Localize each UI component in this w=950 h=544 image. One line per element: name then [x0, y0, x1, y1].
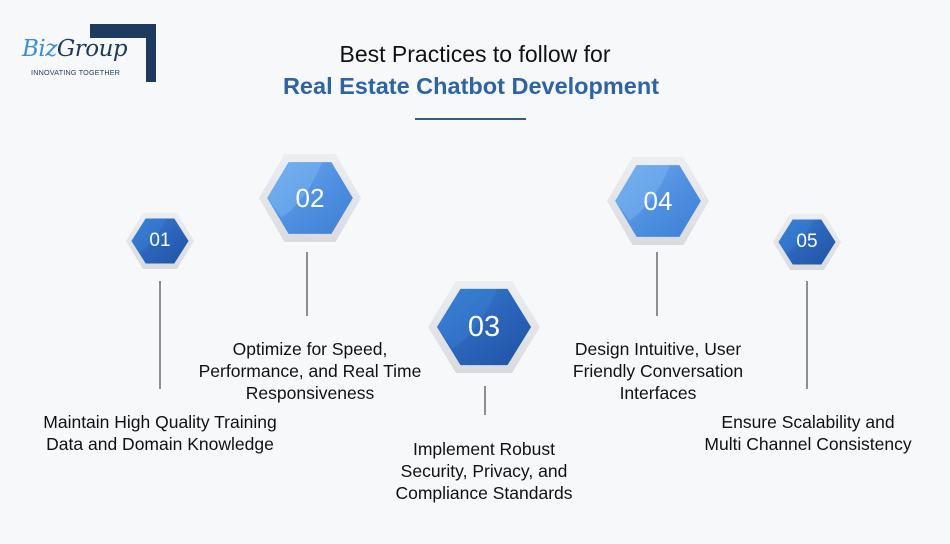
step-number: 05	[796, 231, 818, 252]
hexagon-icon	[773, 214, 841, 270]
logo-wordmark: BizGroup	[22, 36, 128, 62]
step-number: 04	[643, 185, 673, 216]
logo-tagline: INNOVATING TOGETHER	[31, 68, 123, 77]
logo-brand-biz: Biz	[22, 36, 57, 62]
step-04-connector-line	[656, 252, 658, 316]
step-05-hexagon: 05	[773, 214, 841, 270]
logo-brand-group: Group	[56, 36, 128, 62]
step-04-label: Design Intuitive, User Friendly Conversa…	[508, 338, 808, 404]
step-number: 03	[467, 310, 501, 343]
page-title-line2: Real Estate Chatbot Development	[282, 73, 660, 99]
step-03-label: Implement Robust Security, Privacy, and …	[334, 438, 634, 504]
step-02-hexagon: 02	[259, 154, 361, 242]
step-04-hexagon: 04	[607, 157, 709, 245]
step-01-label: Maintain High Quality Training Data and …	[10, 411, 310, 455]
step-01-label-line1: Maintain High Quality Training	[43, 412, 277, 432]
step-number: 01	[149, 230, 171, 251]
hexagon-icon	[607, 157, 709, 245]
step-04-label-line2: Friendly Conversation	[572, 361, 744, 381]
step-number: 02	[295, 182, 325, 213]
step-03-label-line1: Implement Robust	[412, 439, 555, 459]
step-02-label-line1: Optimize for Speed,	[232, 339, 388, 359]
step-01-connector-line	[159, 281, 161, 389]
step-04-label-line1: Design Intuitive, User	[574, 339, 742, 359]
step-02-connector-line	[306, 252, 308, 316]
step-01-hexagon: 01	[126, 213, 194, 269]
bizgroup-logo: BizGroup INNOVATING TOGETHER	[22, 24, 158, 84]
step-03-hexagon: 03	[428, 281, 540, 373]
step-05-label-line1: Ensure Scalability and	[721, 412, 895, 432]
step-01-label-line2: Data and Domain Knowledge	[46, 434, 274, 454]
step-05-label: Ensure Scalability and Multi Channel Con…	[658, 411, 950, 455]
step-03-label-line2: Security, Privacy, and	[400, 461, 568, 481]
title-underline-divider	[415, 118, 526, 120]
step-04-label-line3: Interfaces	[619, 383, 697, 403]
hexagon-icon	[428, 281, 540, 373]
hexagon-icon	[126, 213, 194, 269]
step-02-label-line3: Responsiveness	[245, 383, 375, 403]
step-05-label-line2: Multi Channel Consistency	[704, 434, 912, 454]
step-02-label: Optimize for Speed, Performance, and Rea…	[145, 338, 475, 404]
step-05-connector-line	[806, 281, 808, 389]
hexagon-icon	[259, 154, 361, 242]
step-03-label-line3: Compliance Standards	[395, 483, 573, 503]
step-03-connector-line	[484, 386, 486, 415]
step-02-label-line2: Performance, and Real Time	[198, 361, 422, 381]
page-title-line1: Best Practices to follow for	[339, 41, 611, 67]
